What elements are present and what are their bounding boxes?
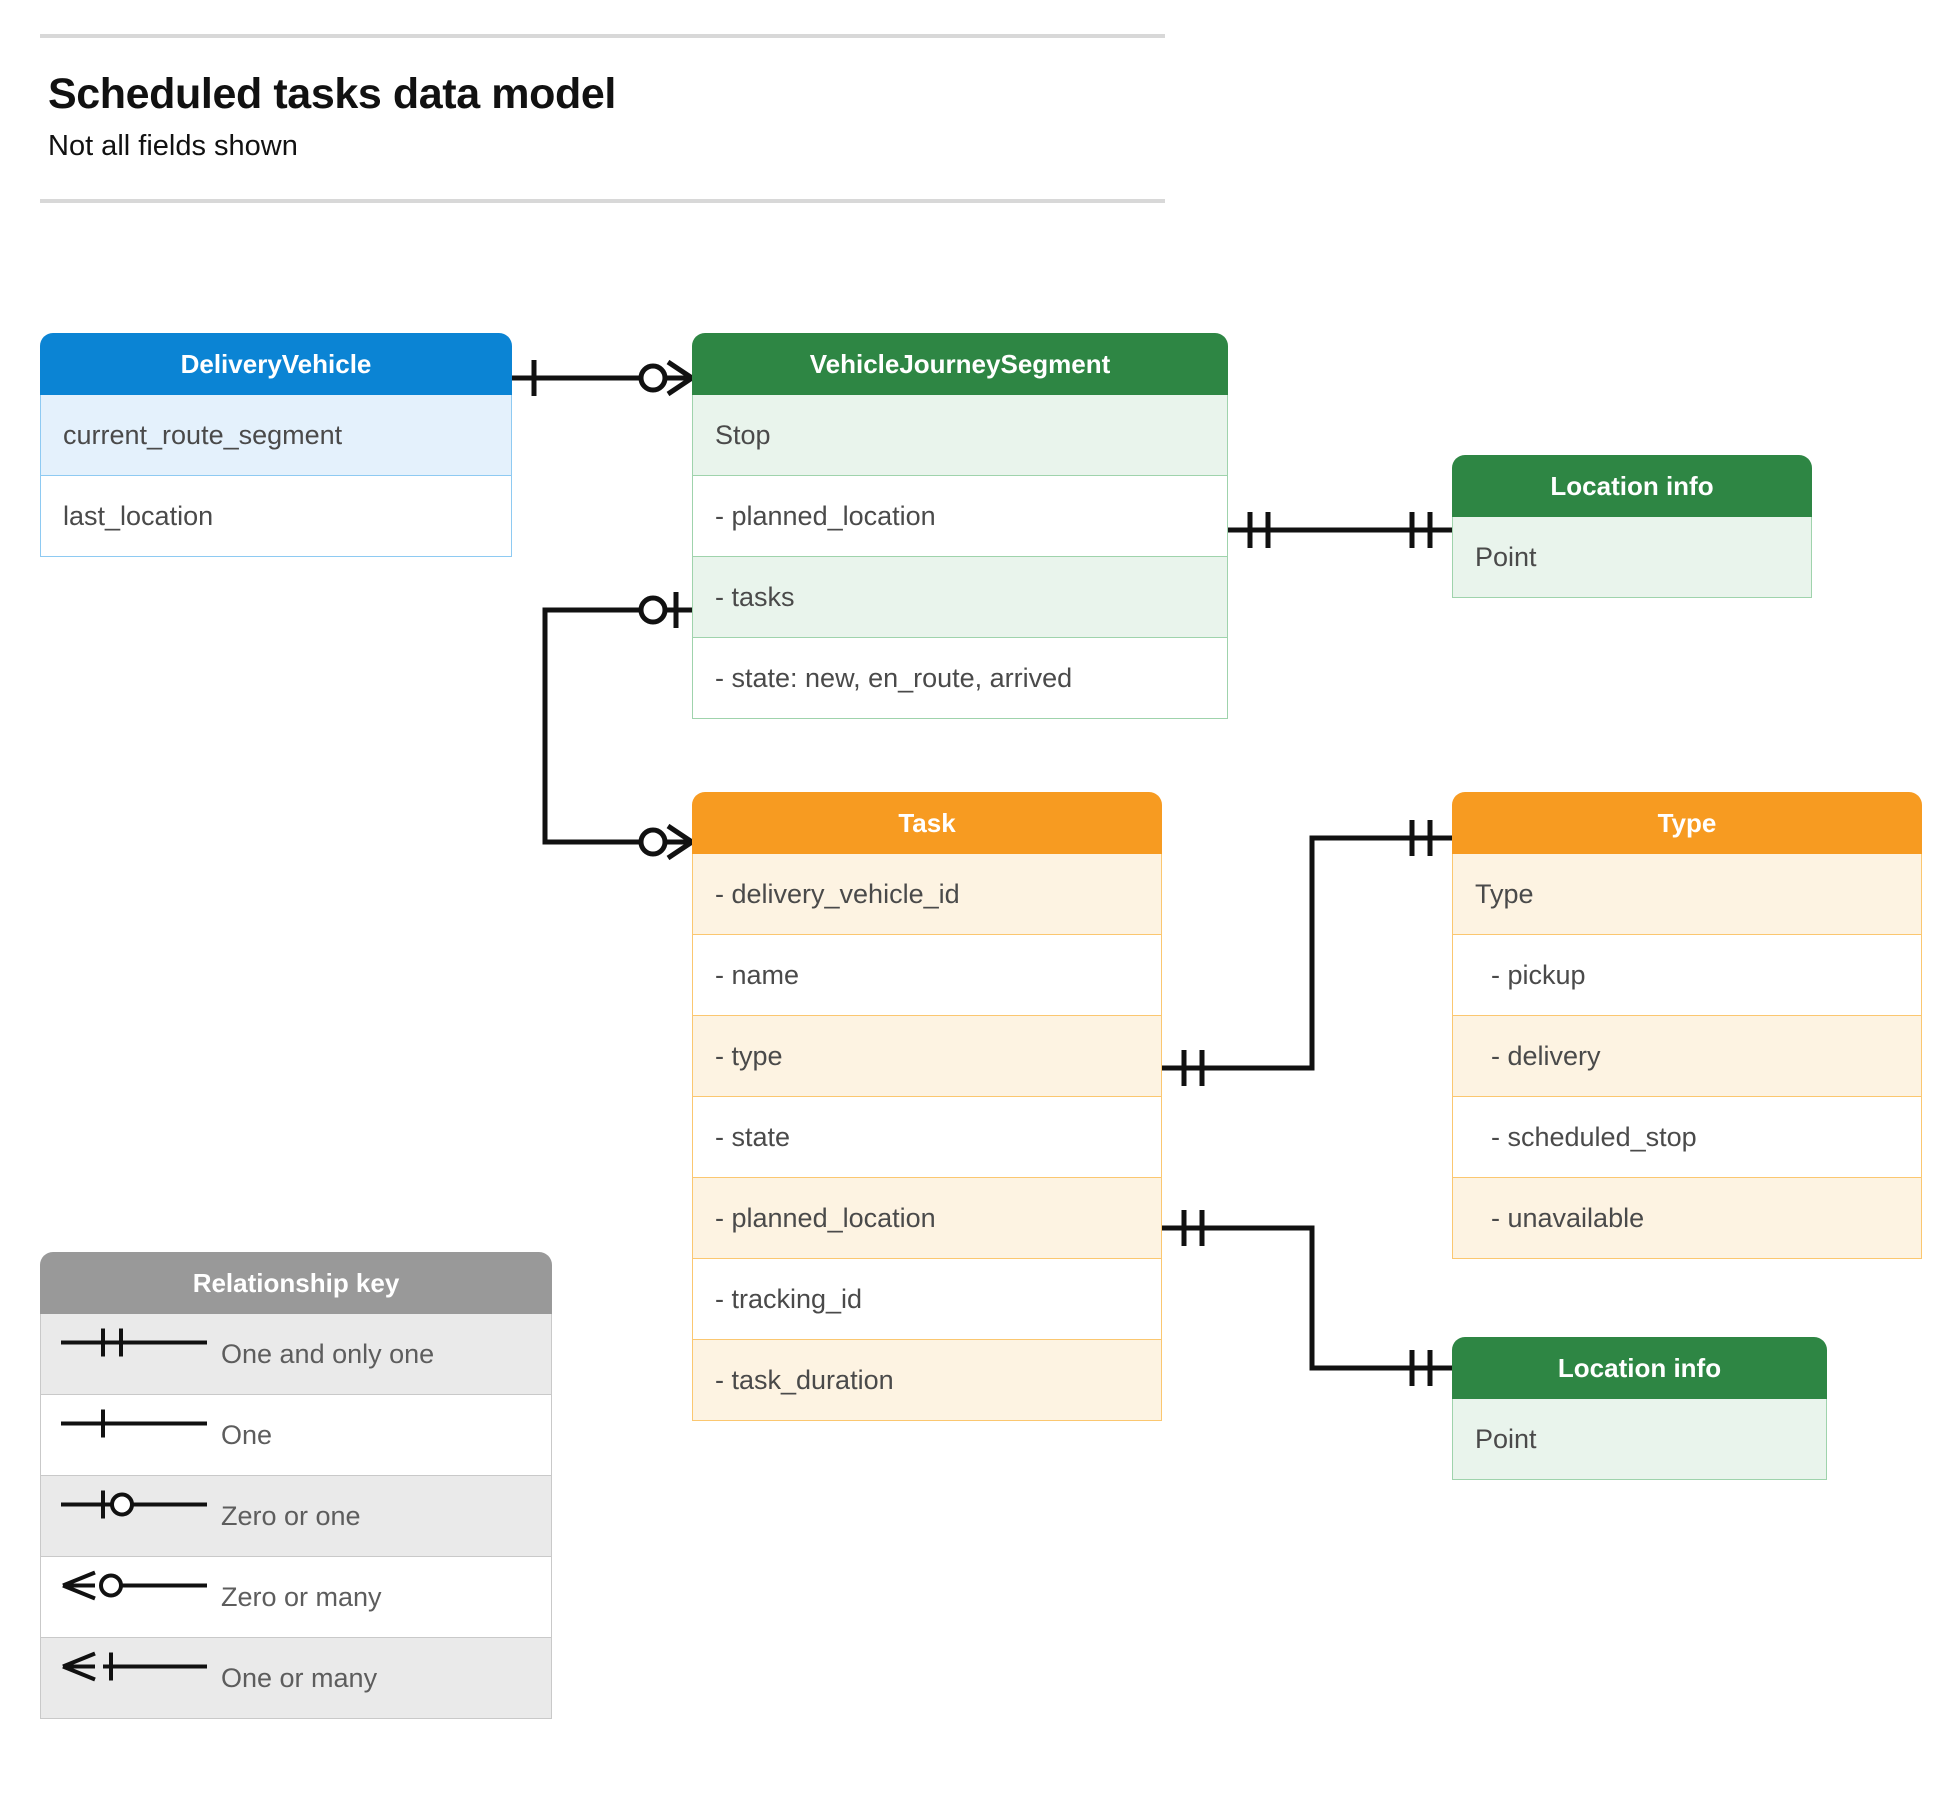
field-vjs-tasks: - tasks [692,557,1228,638]
field-last-location: last_location [40,476,512,557]
field-type-unavailable: - unavailable [1452,1178,1922,1259]
field-task-delivery-vehicle-id: - delivery_vehicle_id [692,854,1162,935]
legend-relationship-key: Relationship key One and only one [40,1252,552,1719]
field-task-name: - name [692,935,1162,1016]
entity-task-title: Task [692,792,1162,854]
field-type-delivery: - delivery [1452,1016,1922,1097]
field-location-info-top-point: Point [1452,517,1812,598]
field-task-planned-location: - planned_location [692,1178,1162,1259]
field-task-tracking-id: - tracking_id [692,1259,1162,1340]
zero-or-one-icon [59,1476,209,1556]
one-icon [59,1395,209,1475]
entity-task[interactable]: Task - delivery_vehicle_id - name - type… [692,792,1162,1421]
field-task-state: - state [692,1097,1162,1178]
title-divider-bottom [40,199,1165,203]
legend-label-one-or-many: One or many [221,1663,378,1693]
legend-item-one-or-many: One or many [40,1638,552,1719]
legend-label-zero-or-one: Zero or one [221,1501,361,1531]
page-subtitle: Not all fields shown [48,130,298,162]
entity-type[interactable]: Type Type - pickup - delivery - schedule… [1452,792,1922,1259]
legend-label-one: One [221,1420,273,1450]
entity-delivery-vehicle-title: DeliveryVehicle [40,333,512,395]
legend-title: Relationship key [40,1252,552,1314]
entity-location-info-bottom[interactable]: Location info Point [1452,1337,1827,1480]
field-location-info-bottom-point: Point [1452,1399,1827,1480]
entity-type-title: Type [1452,792,1922,854]
field-task-type: - type [692,1016,1162,1097]
entity-location-info-bottom-title: Location info [1452,1337,1827,1399]
legend-label-zero-or-many: Zero or many [221,1582,382,1612]
zero-or-many-icon [59,1557,209,1637]
entity-location-info-top-title: Location info [1452,455,1812,517]
legend-item-zero-or-one: Zero or one [40,1476,552,1557]
field-vjs-state: - state: new, en_route, arrived [692,638,1228,719]
page-title: Scheduled tasks data model [48,70,616,118]
entity-vehicle-journey-segment[interactable]: VehicleJourneySegment Stop - planned_loc… [692,333,1228,719]
legend-item-one-and-only-one: One and only one [40,1314,552,1395]
field-vjs-planned-location: - planned_location [692,476,1228,557]
field-type-scheduled-stop: - scheduled_stop [1452,1097,1922,1178]
title-divider-top [40,34,1165,38]
one-and-only-one-icon [59,1314,209,1394]
field-current-route-segment: current_route_segment [40,395,512,476]
legend-item-one: One [40,1395,552,1476]
one-or-many-icon [59,1638,209,1718]
entity-location-info-top[interactable]: Location info Point [1452,455,1812,598]
field-type-type: Type [1452,854,1922,935]
legend-label-one-and-only-one: One and only one [221,1339,435,1369]
field-stop: Stop [692,395,1228,476]
field-type-pickup: - pickup [1452,935,1922,1016]
legend-item-zero-or-many: Zero or many [40,1557,552,1638]
entity-delivery-vehicle[interactable]: DeliveryVehicle current_route_segment la… [40,333,512,557]
field-task-task-duration: - task_duration [692,1340,1162,1421]
entity-vehicle-journey-segment-title: VehicleJourneySegment [692,333,1228,395]
